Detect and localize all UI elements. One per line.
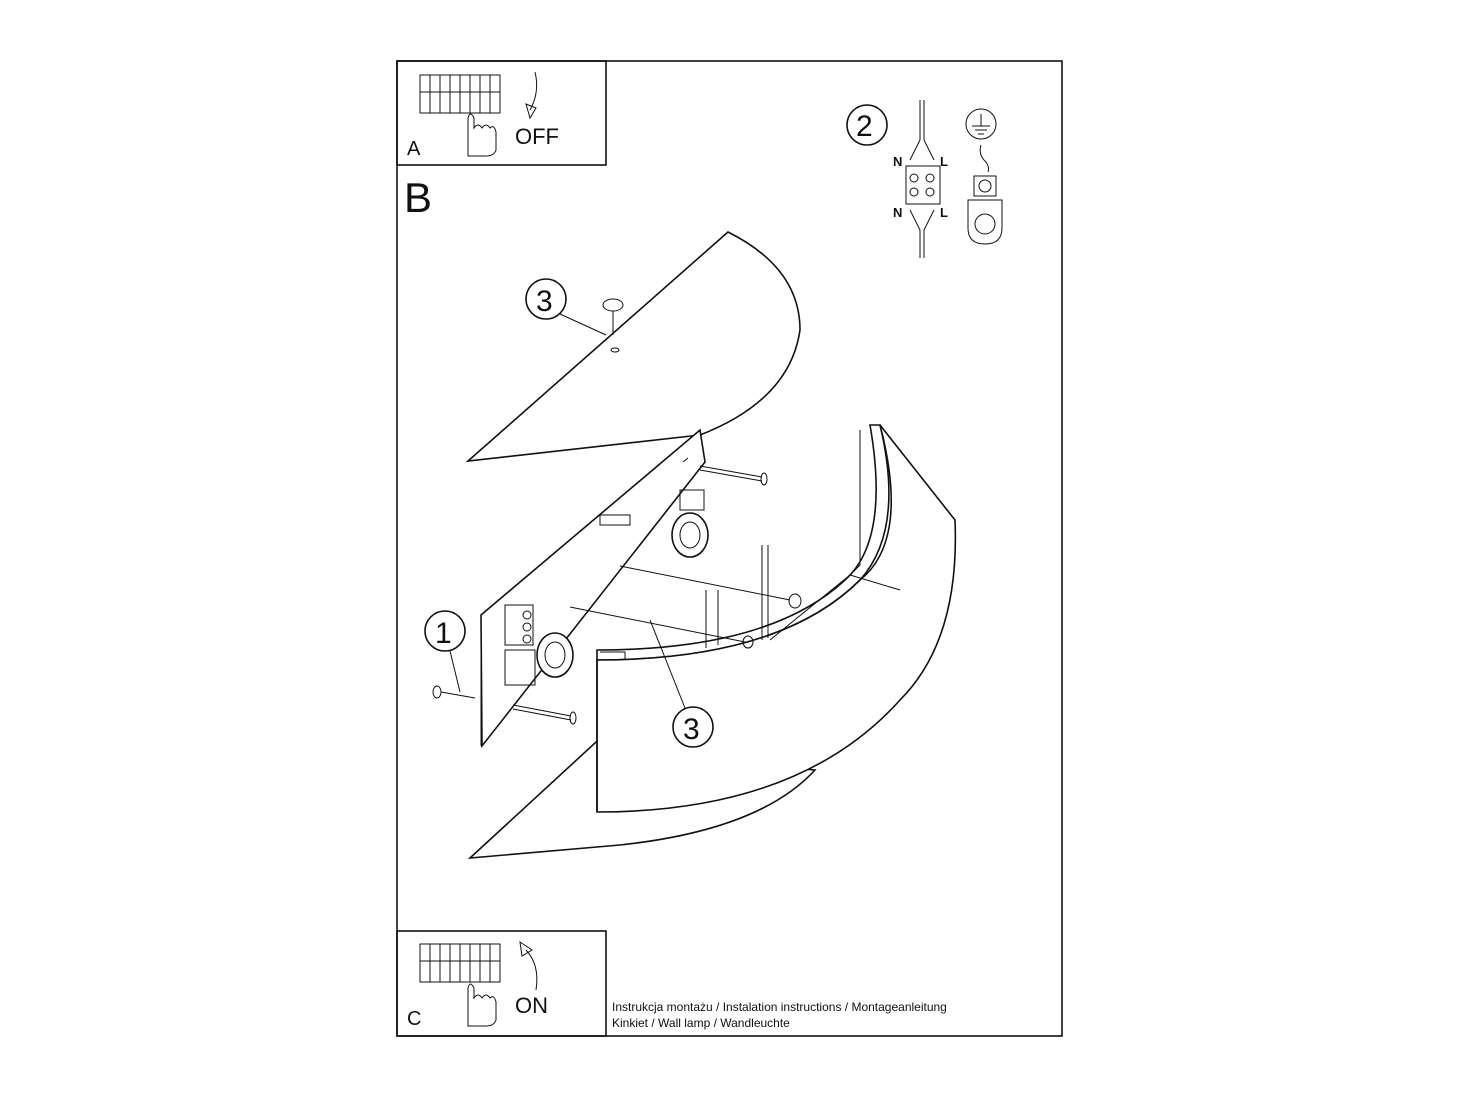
terminal-block [504,604,536,686]
hand-icon-c [467,983,497,1027]
panel-a-action: OFF [515,124,559,149]
top-screw [602,298,624,353]
panel-a: OFF A [396,60,607,166]
lamp-shade [596,424,957,813]
panel-c: ON C [396,930,607,1037]
callout-2: 2 [856,110,873,143]
breaker-switch-icon-c [419,943,501,983]
arrow-up-icon [519,940,538,991]
arrow-down-icon [525,71,538,120]
lamp-socket-top [671,489,709,558]
wire-n-top: N [893,154,902,169]
screw-top-right [682,457,768,486]
hand-icon [467,113,497,157]
mounting-plate [480,428,706,749]
wire-l-top: L [940,154,948,169]
callout-1-circle [424,610,466,652]
wire-l-bottom: L [940,205,948,220]
callout-1: 1 [435,617,452,650]
callout-3-top: 3 [536,285,553,318]
panel-a-letter: A [407,138,421,160]
callout-3-bottom-circle [672,706,714,748]
footer-line-2: Kinkiet / Wall lamp / Wandleuchte [612,1016,790,1030]
ground-symbol-icon [965,108,997,173]
panel-b-letter: B [404,174,432,221]
panel-c-letter: C [407,1008,421,1030]
breaker-switch-icon [419,74,501,114]
wall-plug [432,685,476,699]
wiring-diagram: 2 N L N L [846,100,948,258]
footer-line-1: Instrukcja montażu / Instalation instruc… [612,1000,947,1014]
lamp-socket-bottom [536,632,574,678]
panel-c-action: ON [515,993,548,1018]
ground-terminal-icon [967,175,1003,245]
wire-n-bottom: N [893,205,902,220]
top-cover [465,231,801,463]
shade-bolt [619,565,802,609]
outer-frame [396,60,1063,1037]
screw-bottom-left [512,704,577,725]
callout-3-top-circle [525,278,567,320]
shade-bolt-2 [569,606,754,649]
callout-3-bottom: 3 [683,713,700,746]
